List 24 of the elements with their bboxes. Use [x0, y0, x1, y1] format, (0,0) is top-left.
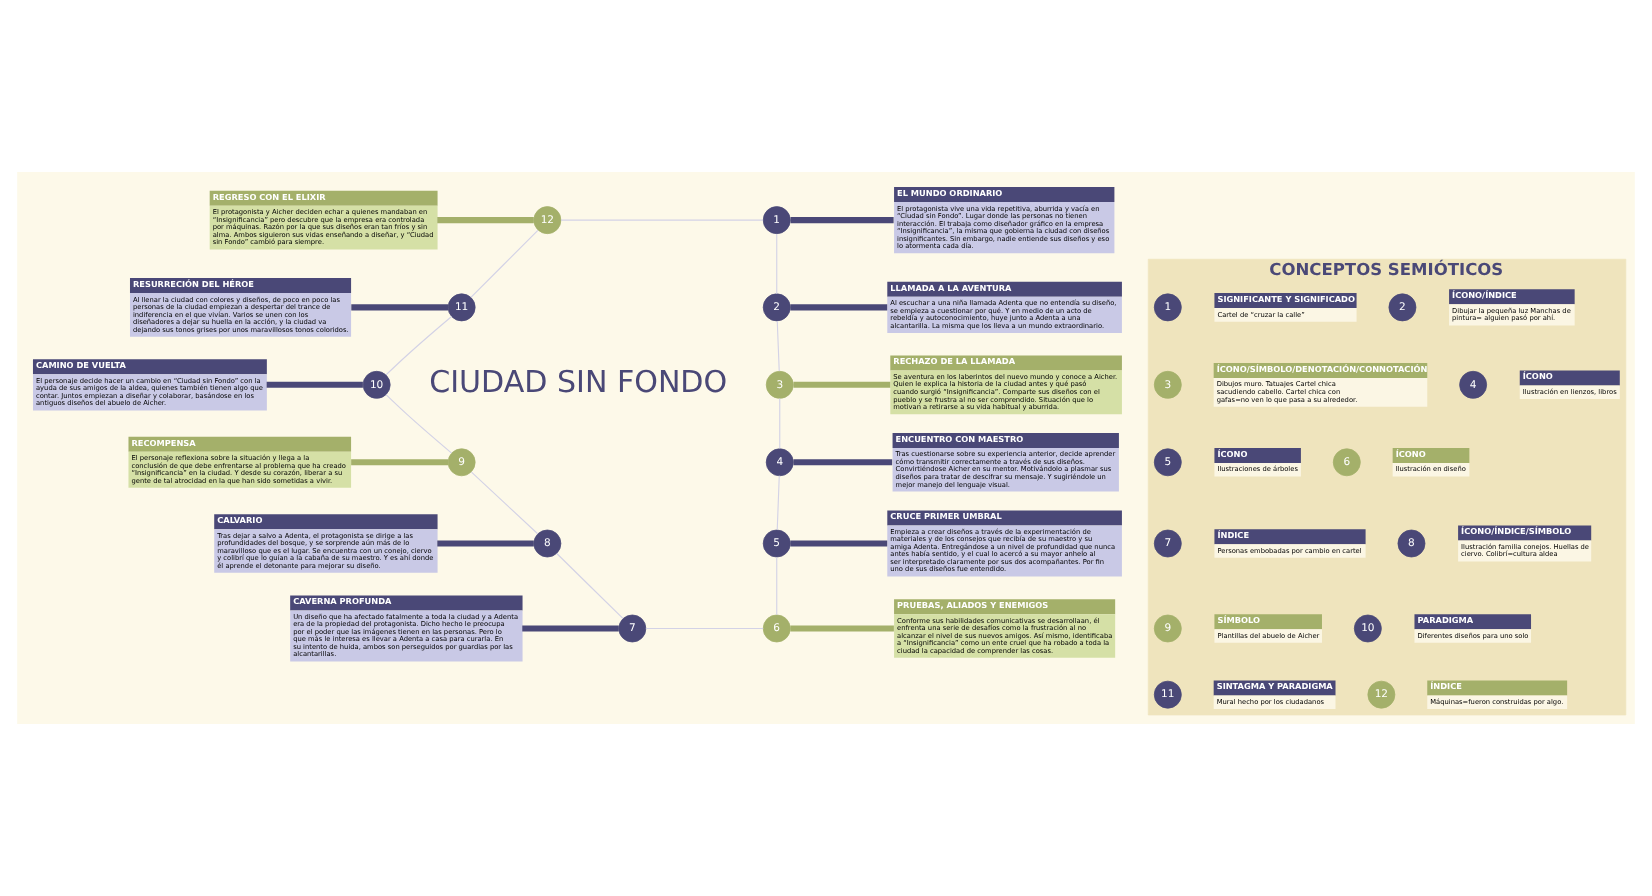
label: CIUDAD SIN FONDO — [429, 364, 728, 401]
connector — [776, 233, 778, 295]
connector — [776, 556, 778, 616]
connector — [437, 540, 534, 547]
connector — [470, 229, 539, 298]
connector — [790, 217, 894, 224]
connector — [790, 304, 888, 311]
connector — [351, 304, 449, 311]
connector — [793, 381, 891, 388]
connector — [385, 394, 453, 454]
connector — [522, 625, 619, 632]
connector — [351, 459, 449, 466]
connector — [470, 471, 539, 535]
connector — [779, 397, 781, 450]
connector — [266, 381, 363, 388]
connector — [776, 475, 780, 531]
connector — [385, 315, 453, 376]
connector — [790, 540, 888, 547]
connector — [645, 627, 764, 630]
connector — [793, 459, 893, 466]
connector — [776, 320, 780, 372]
connector — [556, 552, 624, 619]
connector — [437, 217, 534, 224]
connector — [790, 625, 894, 632]
